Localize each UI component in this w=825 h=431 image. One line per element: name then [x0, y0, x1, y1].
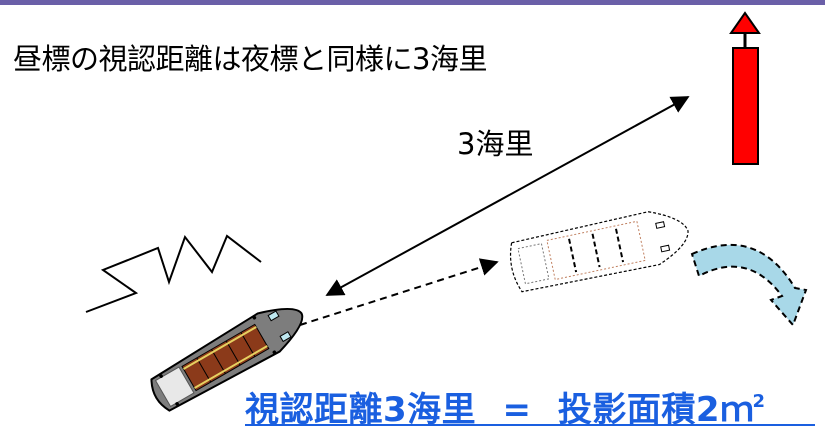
zigzag-symbol: [85, 234, 262, 313]
formula-left: 視認距離3海里: [245, 390, 477, 430]
formula-right: 投影面積2ｍ: [557, 390, 755, 430]
distance-arrow: [325, 96, 690, 296]
course-arrow: [299, 258, 499, 326]
formula-text: 視認距離3海里 = 投影面積2ｍ2: [245, 382, 766, 431]
boat-icon: [150, 307, 304, 412]
ghost-boat-icon: [509, 211, 689, 293]
curved-arrow-icon: [690, 243, 808, 327]
buoy-icon: [729, 11, 761, 165]
top-border-bar: [0, 0, 825, 5]
slide-heading: 昼標の視認距離は夜標と同様に3海里: [13, 42, 487, 76]
formula-unit-superscript: 2: [752, 391, 766, 412]
formula-underline: [245, 424, 815, 426]
formula-equals: =: [502, 390, 532, 430]
